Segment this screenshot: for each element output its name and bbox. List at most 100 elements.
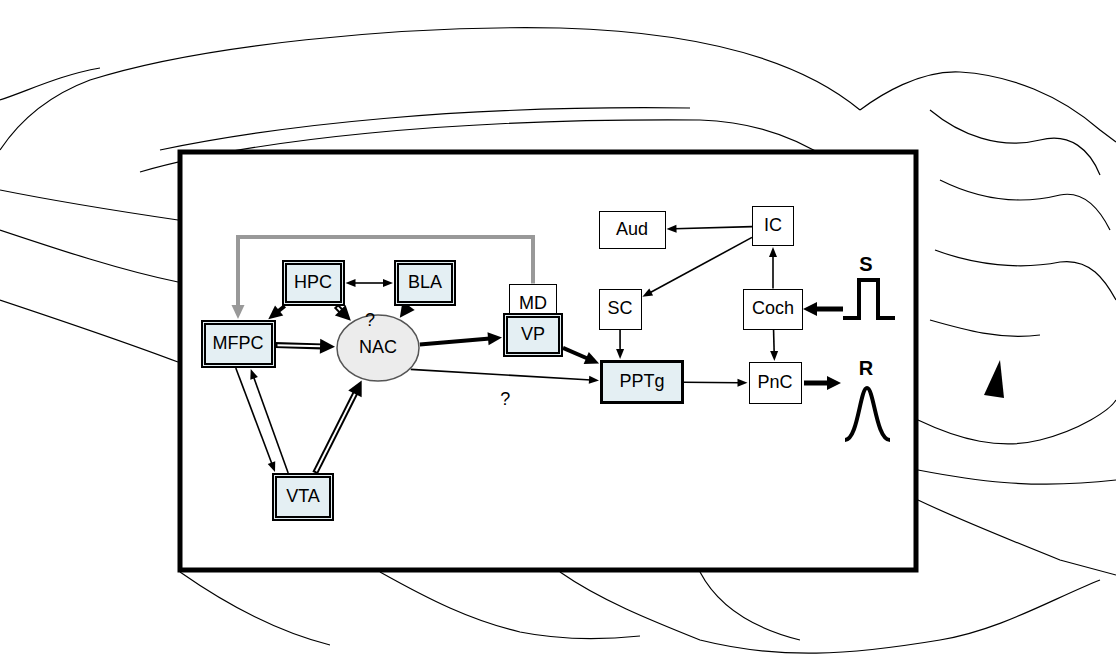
- brainstem-outline: [918, 470, 1116, 484]
- connector-arrow: [420, 332, 502, 345]
- connector-arrow: [315, 380, 362, 473]
- arrowhead: [737, 379, 747, 387]
- connector-arrow: [616, 330, 624, 360]
- connector-line: [619, 330, 621, 352]
- region-name: MD: [519, 294, 547, 314]
- olfactory-outline: [0, 190, 178, 220]
- connector-line: [420, 339, 490, 345]
- cerebellum-lobule: [935, 250, 1116, 300]
- connector-arrow: [667, 225, 753, 233]
- hypothalamus-outline: [180, 572, 330, 645]
- stimulus-pulse: [843, 280, 895, 318]
- cortex-outline: [0, 28, 860, 150]
- callosum-outline: [160, 108, 690, 150]
- region-box: SC: [599, 289, 642, 330]
- region-name: SC: [607, 299, 632, 319]
- region-name: VTA: [286, 487, 320, 507]
- connector-arrow: [268, 305, 284, 319]
- region-box: PnC: [749, 362, 802, 404]
- connector-line: [315, 392, 356, 473]
- stimulus-label: S: [859, 253, 872, 276]
- region-name: NAC: [359, 338, 397, 358]
- arrowhead: [348, 380, 361, 397]
- connector-line: [684, 382, 740, 384]
- connector-line: [411, 369, 591, 380]
- connector-line: [238, 237, 533, 307]
- region-box: Aud: [599, 211, 666, 249]
- connector-arrow: [335, 305, 351, 321]
- arrowhead: [320, 339, 335, 354]
- response-waveform: [845, 388, 890, 440]
- arrowhead: [268, 461, 275, 472]
- cerebellum-lobule: [930, 320, 1040, 336]
- connector-line: [276, 345, 323, 346]
- arrowhead: [642, 289, 653, 297]
- arrowhead: [232, 305, 245, 319]
- connector-line: [253, 376, 288, 473]
- connector-arrow: [769, 247, 777, 289]
- stimulus-arrowhead: [803, 302, 817, 316]
- region-name: IC: [764, 216, 782, 236]
- connector-arrow: [346, 279, 394, 287]
- connector-arrow: [250, 369, 288, 473]
- connector-line: [563, 348, 588, 359]
- region-name: Aud: [616, 220, 648, 240]
- arrowhead: [589, 376, 599, 384]
- brainstem-outline: [700, 572, 800, 640]
- olfactory-outline: [0, 300, 178, 362]
- region-box: PPTg: [600, 360, 684, 404]
- brainstem-outline: [380, 572, 640, 639]
- arrowhead: [667, 225, 677, 233]
- diagram-frame: [180, 152, 916, 570]
- connector-arrow: [770, 330, 778, 362]
- olfactory-outline: [0, 230, 178, 282]
- label-text: S: [859, 253, 872, 275]
- region-box: VTA: [272, 473, 334, 521]
- arrowhead: [383, 279, 393, 287]
- response-label: R: [859, 357, 873, 380]
- edge-label: ?: [498, 388, 512, 409]
- connector-arrow: [276, 339, 336, 354]
- region-name: Coch: [752, 299, 794, 319]
- connector-inner-line: [277, 345, 321, 346]
- region-name: PPTg: [619, 372, 664, 392]
- arrowhead: [346, 279, 356, 287]
- region-box: HPC: [282, 260, 345, 306]
- arrowhead: [584, 352, 599, 364]
- arrowhead: [616, 349, 624, 359]
- region-box: MFPC: [201, 320, 276, 368]
- ellipse-shape: [337, 315, 419, 381]
- region-name: MFPC: [213, 334, 264, 354]
- label-text: ?: [365, 310, 375, 330]
- cerebellum-lobule: [940, 180, 1110, 230]
- connector-inner-line: [316, 393, 355, 471]
- connector-line: [773, 330, 775, 354]
- nucleus-ellipse: NAC: [336, 314, 420, 382]
- connector-arrow: [411, 369, 599, 384]
- cerebellum-outline: [860, 72, 1116, 142]
- arrowhead: [770, 351, 778, 361]
- cerebellum-lobule: [930, 110, 1100, 175]
- connector-arrow: [684, 379, 748, 387]
- arrowhead: [250, 369, 258, 380]
- cortex-inner-line: [0, 68, 100, 100]
- label-text: R: [859, 357, 873, 379]
- connector-arrow: [232, 237, 534, 319]
- region-box: Coch: [743, 289, 803, 330]
- arrowhead: [335, 305, 351, 321]
- connector-line: [236, 368, 272, 465]
- ventricle-shape: [984, 360, 1004, 398]
- arrowhead: [488, 332, 502, 345]
- region-box: VP: [503, 313, 563, 357]
- cerebellum-outline: [918, 400, 1116, 444]
- response-arrow: [804, 381, 828, 386]
- response-arrowhead: [827, 376, 841, 390]
- arrowhead: [268, 305, 283, 319]
- region-name: BLA: [408, 273, 442, 293]
- stimulus-arrow: [815, 307, 843, 312]
- region-box: BLA: [394, 260, 456, 306]
- connector-arrow: [563, 348, 599, 364]
- region-box: IC: [752, 206, 794, 246]
- arrowhead: [769, 247, 777, 257]
- region-name: HPC: [294, 273, 332, 293]
